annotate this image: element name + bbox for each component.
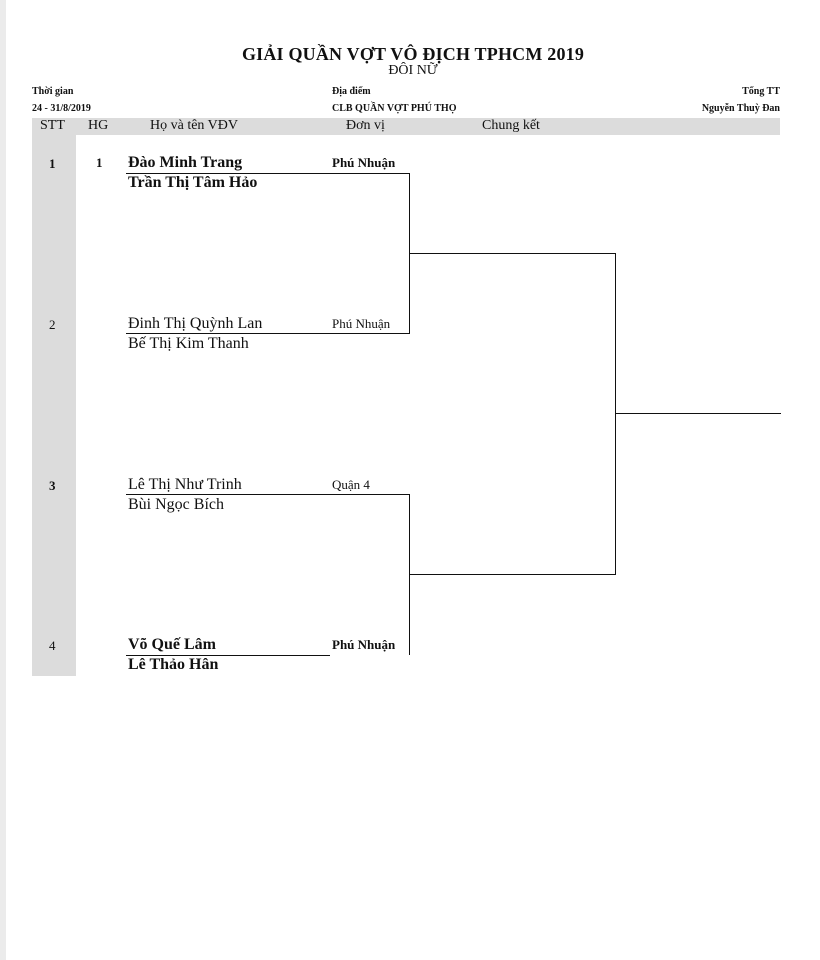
entry-stt: 1: [49, 156, 56, 171]
referee-label: Tổng TT: [742, 86, 780, 97]
column-header-name: Họ và tên VĐV: [150, 118, 239, 133]
entry-player-1: Lê Thị Như Trinh: [128, 476, 242, 493]
page-subtitle: ĐÔI NỮ: [388, 63, 438, 78]
column-header-bar: [32, 118, 780, 135]
entry-seed: 1: [96, 155, 103, 170]
bracket-line-champion: [615, 413, 781, 414]
bracket-line-semi-1-winner: [409, 253, 616, 254]
entry-player-2: Bùi Ngọc Bích: [128, 496, 224, 513]
entry-player-1: Đinh Thị Quỳnh Lan: [128, 315, 263, 332]
referee-value: Nguyễn Thuỳ Đan: [701, 103, 780, 114]
bracket-line-entry-3: [126, 494, 410, 495]
bracket-line-entry-4: [126, 655, 330, 656]
entry-unit: Phú Nhuận: [332, 637, 396, 652]
entry-player-1: Võ Quế Lâm: [128, 636, 216, 653]
entry-player-2: Bế Thị Kim Thanh: [128, 335, 249, 352]
page-title: GIẢI QUẦN VỢT VÔ ĐỊCH TPHCM 2019: [241, 44, 585, 64]
entry-unit: Phú Nhuận: [332, 316, 391, 331]
entry-unit: Phú Nhuận: [332, 155, 396, 170]
time-value: 24 - 31/8/2019: [32, 103, 91, 114]
venue-value: CLB QUẦN VỢT PHÚ THỌ: [332, 103, 457, 114]
document-page: GIẢI QUẦN VỢT VÔ ĐỊCH TPHCM 2019 ĐÔI NỮ …: [6, 0, 820, 960]
bracket-line-entry-2: [126, 333, 410, 334]
bracket-line-entry-1: [126, 173, 410, 174]
column-header-final: Chung kết: [482, 118, 540, 133]
column-header-unit: Đơn vị: [346, 118, 385, 133]
entry-stt: 2: [49, 317, 56, 332]
bracket-connector-final: [615, 253, 616, 575]
entry-player-2: Lê Thảo Hân: [128, 656, 219, 673]
entry-player-1: Đào Minh Trang: [128, 154, 243, 171]
time-label: Thời gian: [32, 86, 74, 97]
venue-label: Địa điểm: [332, 86, 371, 97]
entry-player-2: Trần Thị Tâm Hảo: [128, 174, 258, 191]
bracket-line-semi-2-winner: [409, 574, 616, 575]
stt-column-shade: [32, 135, 76, 676]
column-header-stt: STT: [40, 118, 65, 133]
column-header-hg: HG: [88, 118, 109, 133]
entry-unit: Quận 4: [332, 477, 370, 492]
entry-stt: 4: [49, 638, 56, 653]
entry-stt: 3: [49, 478, 56, 493]
